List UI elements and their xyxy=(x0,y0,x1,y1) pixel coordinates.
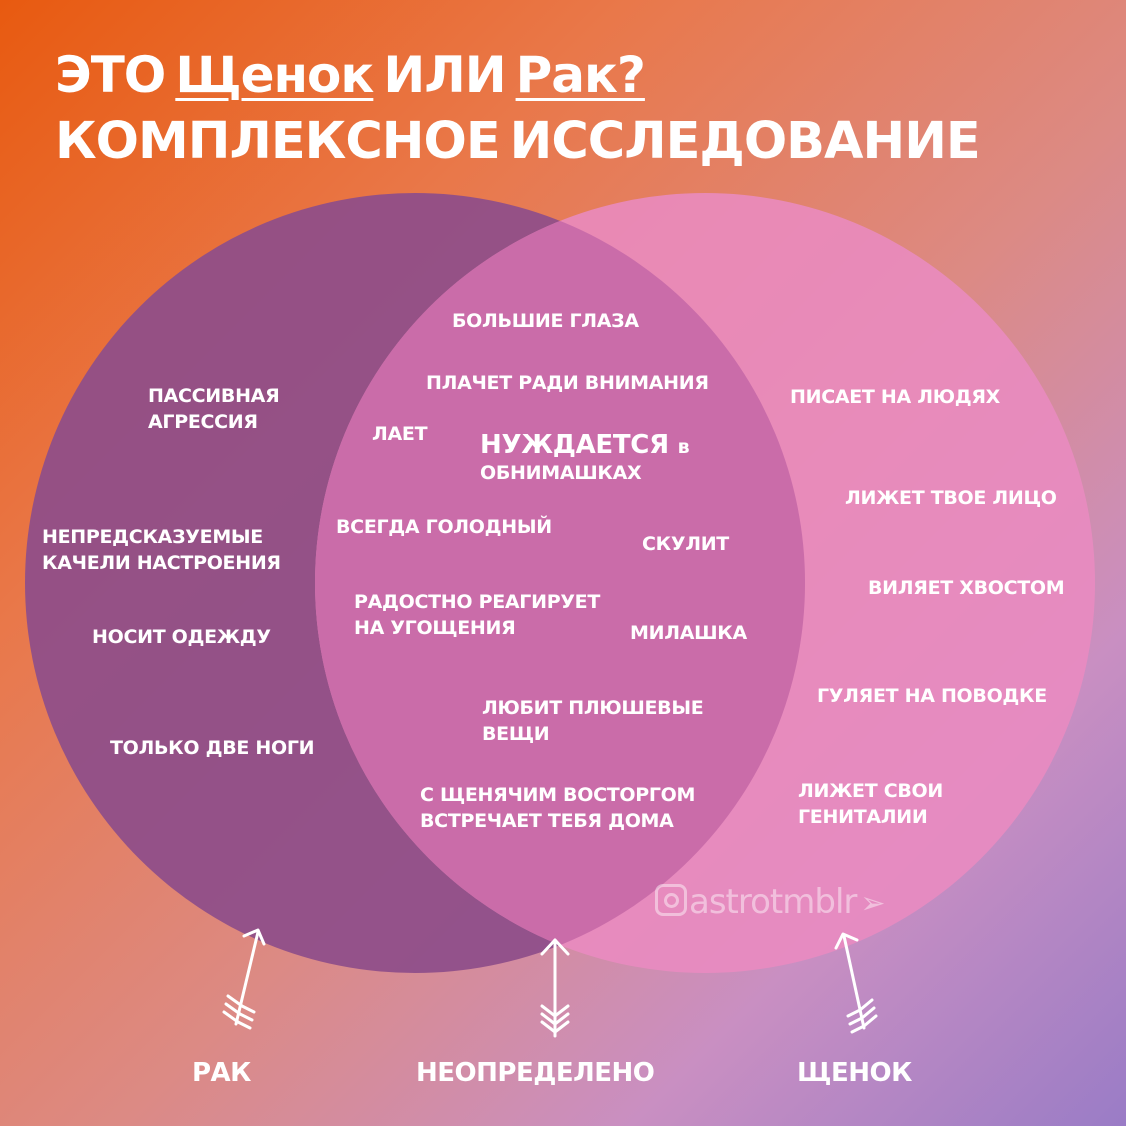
label-big-eyes: БОЛЬШИЕ ГЛАЗА xyxy=(452,308,639,334)
label-word: в xyxy=(677,436,690,458)
label-line: НОСИТ ОДЕЖДУ xyxy=(92,626,271,648)
label-line: ГУЛЯЕТ НА ПОВОДКЕ xyxy=(817,685,1047,707)
label-licks-genitals: ЛИЖЕТ СВОИ ГЕНИТАЛИИ xyxy=(798,778,943,830)
label-line: КАЧЕЛИ НАСТРОЕНИЯ xyxy=(42,552,281,574)
instagram-icon xyxy=(655,884,687,916)
label-line: РАДОСТНО РЕАГИРУЕТ xyxy=(354,591,601,613)
label-wears-clothes: НОСИТ ОДЕЖДУ xyxy=(92,624,271,650)
label-line: ГЕНИТАЛИИ xyxy=(798,806,928,828)
label-mood-swings: НЕПРЕДСКАЗУЕМЫЕ КАЧЕЛИ НАСТРОЕНИЯ xyxy=(42,524,281,576)
bottom-label-undetermined: НЕОПРЕДЕЛЕНО xyxy=(416,1058,655,1088)
label-line: МИЛАШКА xyxy=(630,622,747,644)
label-line: НУЖДАЕТСЯ в xyxy=(480,430,690,460)
label-line: НА УГОЩЕНИЯ xyxy=(354,617,516,639)
label-line: ЛИЖЕТ СВОИ xyxy=(798,780,943,802)
label-line: ВИЛЯЕТ ХВОСТОМ xyxy=(868,577,1065,599)
title-word-cancer: Рак? xyxy=(515,46,646,104)
label-line: ВСЕГДА ГОЛОДНЫЙ xyxy=(336,516,552,538)
label-greets-at-home: С ЩЕНЯЧИМ ВОСТОРГОМ ВСТРЕЧАЕТ ТЕБЯ ДОМА xyxy=(420,782,695,834)
watermark-text: astrotmblr xyxy=(689,882,857,922)
label-line: СКУЛИТ xyxy=(642,533,729,555)
label-cries-for-attention: ПЛАЧЕТ РАДИ ВНИМАНИЯ xyxy=(426,370,709,396)
label-line: ВЕЩИ xyxy=(482,723,550,745)
label-line: ПИСАЕТ НА ЛЮДЯХ xyxy=(790,386,1001,408)
label-line: ПАССИВНАЯ xyxy=(148,385,280,407)
label-whines: СКУЛИТ xyxy=(642,531,729,557)
label-line: ЛЮБИТ ПЛЮШЕВЫЕ xyxy=(482,697,704,719)
label-wags-tail: ВИЛЯЕТ ХВОСТОМ xyxy=(868,575,1065,601)
label-pees-on-people: ПИСАЕТ НА ЛЮДЯХ xyxy=(790,384,1000,410)
title-word-complex: КОМПЛЕКСНОЕ xyxy=(55,112,501,171)
bottom-label-cancer: РАК xyxy=(192,1058,251,1088)
label-always-hungry: ВСЕГДА ГОЛОДНЫЙ xyxy=(336,514,552,540)
label-line: ЛИЖЕТ ТВОЕ ЛИЦО xyxy=(845,487,1057,509)
label-line: АГРЕССИЯ xyxy=(148,411,258,433)
watermark: astrotmblr➢ xyxy=(655,882,886,922)
label-needs-hugs: НУЖДАЕТСЯ в ОБНИМАШКАХ xyxy=(480,430,690,486)
label-loves-plush: ЛЮБИТ ПЛЮШЕВЫЕ ВЕЩИ xyxy=(482,695,704,747)
arrow-up-icon xyxy=(222,928,266,1030)
label-barks: ЛАЕТ xyxy=(372,421,428,447)
label-line: ПЛАЧЕТ РАДИ ВНИМАНИЯ xyxy=(426,372,709,394)
title-word-or: ИЛИ xyxy=(383,46,506,104)
label-line: ЛАЕТ xyxy=(372,423,428,445)
label-cutie: МИЛАШКА xyxy=(630,620,747,646)
label-line: ТОЛЬКО ДВЕ НОГИ xyxy=(110,737,315,759)
title-word-this: ЭТО xyxy=(55,46,166,104)
label-two-legs: ТОЛЬКО ДВЕ НОГИ xyxy=(110,735,315,761)
label-line: НЕПРЕДСКАЗУЕМЫЕ xyxy=(42,526,263,548)
label-line: ВСТРЕЧАЕТ ТЕБЯ ДОМА xyxy=(420,810,674,832)
title-word-puppy: Щенок xyxy=(175,46,374,104)
label-reacts-to-treats: РАДОСТНО РЕАГИРУЕТ НА УГОЩЕНИЯ xyxy=(354,589,600,641)
label-line: ОБНИМАШКАХ xyxy=(480,462,642,484)
bottom-label-puppy: ЩЕНОК xyxy=(797,1058,912,1088)
arrow-up-icon xyxy=(834,932,878,1034)
label-licks-face: ЛИЖЕТ ТВОЕ ЛИЦО xyxy=(845,485,1057,511)
circle-overlap xyxy=(315,193,805,973)
paper-plane-icon: ➢ xyxy=(860,886,885,921)
label-word: НУЖДАЕТСЯ xyxy=(480,430,669,460)
arrow-up-icon xyxy=(540,938,570,1038)
label-line: С ЩЕНЯЧИМ ВОСТОРГОМ xyxy=(420,784,696,806)
label-passive-aggression: ПАССИВНАЯ АГРЕССИЯ xyxy=(148,383,280,435)
title-word-study: ИССЛЕДОВАНИЕ xyxy=(509,112,981,171)
label-walks-on-leash: ГУЛЯЕТ НА ПОВОДКЕ xyxy=(817,683,1047,709)
label-line: БОЛЬШИЕ ГЛАЗА xyxy=(452,310,639,332)
